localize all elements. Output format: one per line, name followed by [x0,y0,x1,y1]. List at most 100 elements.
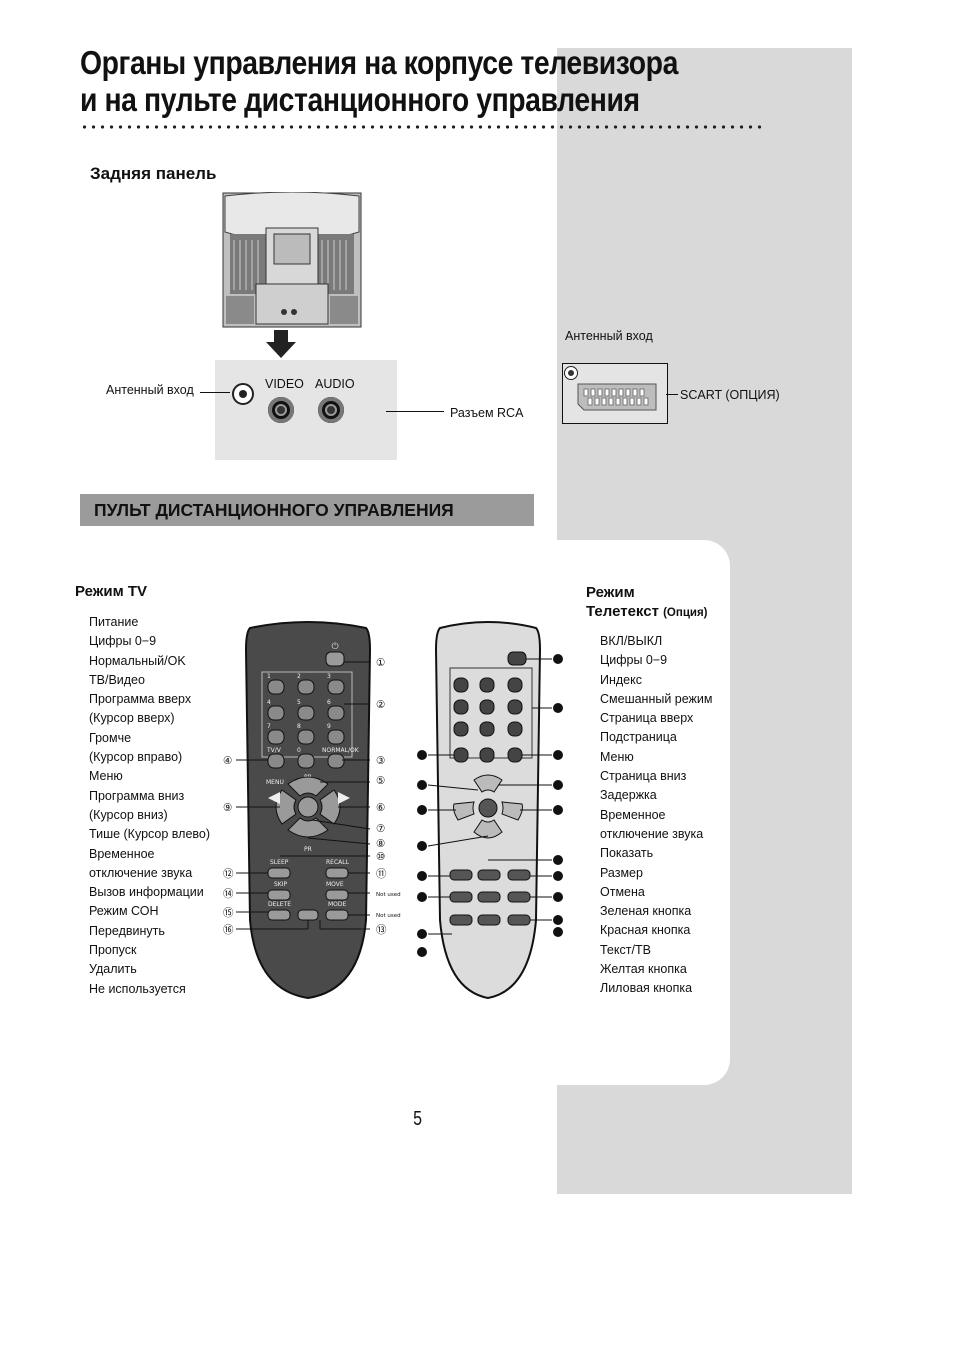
callout-9: ⑨ [223,802,232,814]
list-item: (Курсор вправо) [89,750,183,765]
menu-label: MENU [266,779,284,786]
callout-16: ⑯ [223,924,234,936]
pr-label-2: PR [304,846,312,853]
antenna-jack-icon-2 [564,366,578,380]
list-item: ВКЛ/ВЫКЛ [600,634,663,648]
arrow-down-icon [266,330,296,358]
list-item: Индекс [600,672,642,687]
svg-text:⏻: ⏻ [331,641,338,652]
digit-label: 9 [327,723,331,730]
list-item: Подстраница [600,730,677,745]
list-item: Громче [89,730,132,745]
list-item: Лиловая кнопка [600,981,693,996]
connector-inset [215,360,397,460]
digit-label: 5 [297,699,301,706]
rca-leader-line [386,411,444,412]
remote-section-banner: ПУЛЬТ ДИСТАНЦИОННОГО УПРАВЛЕНИЯ [80,494,534,526]
callout-13: ⑬ [376,924,387,936]
callout-12: ⑫ [223,868,234,880]
list-item: Вызов информации [89,885,204,900]
callout-15: ⑮ [223,907,234,919]
list-item: Передвинуть [89,923,165,938]
list-item: Красная кнопка [600,923,691,938]
page-title-line-1: Органы управления на корпусе телевизора [80,44,678,81]
list-item: Не используется [89,981,186,996]
dotted-divider [80,124,764,130]
digit-label: 7 [267,723,271,730]
teletext-heading-word: Телетекст [586,603,659,620]
digit-label: 1 [267,673,271,680]
delete-label: DELETE [268,901,291,908]
list-item: (Курсор вверх) [89,711,175,726]
antenna-leader-line [200,392,230,393]
callout-8: ⑧ [376,838,385,850]
video-label: VIDEO [265,377,304,391]
audio-rca-jack-icon [318,397,344,423]
digit-label: 4 [267,699,271,706]
tv-rear-illustration [222,192,362,328]
digit-label: 0 [297,747,301,754]
callout-2: ② [376,699,385,711]
list-item: отключение звука [600,826,704,841]
list-item: Режим СОН [89,904,159,919]
antenna-jack-icon [232,383,254,405]
recall-label: RECALL [326,859,350,866]
list-item: Размер [600,865,643,880]
scart-connector-icon [577,383,657,411]
antenna-input-label-2: Антенный вход [565,329,653,343]
list-item: Задержка [600,788,657,803]
list-item: Временное [600,807,666,822]
rear-panel-heading: Задняя панель [90,164,217,183]
normal-ok-label: NORMAL/OK [322,747,360,754]
audio-label: AUDIO [315,377,355,391]
callout-1: ① [376,657,385,669]
tv-video-label: TV/V [266,747,282,754]
list-item: Пропуск [89,943,137,958]
page-title: Органы управления на корпусе телевизора … [80,44,682,118]
callout-11: ⑪ [376,868,387,880]
list-item: Показать [600,846,654,861]
tv-mode-function-list: Питание Цифры 0−9 Нормальный/OK ТВ/Видео… [89,613,210,999]
callout-6: ⑥ [376,802,385,814]
callout-10: ⑩ [376,851,385,863]
list-item: Цифры 0−9 [600,653,668,668]
callout-7: ⑦ [376,823,385,835]
list-item: Страница вверх [600,711,694,726]
teletext-remote-illustration [417,621,563,1000]
list-item: Программа вниз [89,788,185,803]
teletext-heading-line-1: Режим [586,584,635,601]
list-item: Удалить [89,962,137,977]
video-rca-jack-icon [268,397,294,423]
callout-5: ⑤ [376,775,385,787]
list-item: отключение звука [89,865,193,880]
not-used-label-2: Not used [376,913,401,919]
teletext-heading-option: (Опция) [663,607,708,619]
list-item: Смешанный режим [600,691,713,706]
not-used-label-1: Not used [376,892,401,898]
list-item: Меню [89,769,123,784]
rca-connector-label: Разъем RCA [450,406,524,420]
list-item: Отмена [600,884,645,899]
list-item: Страница вниз [600,769,687,784]
mode-label: MODE [328,901,347,908]
tv-mode-remote-illustration: ⏻ 1 2 3 4 5 6 7 8 9 0 TV/V NORMAL/OK PR … [223,621,401,1000]
list-item: Нормальный/OK [89,653,186,668]
sleep-label: SLEEP [270,859,289,866]
list-item: Программа вверх [89,692,192,707]
skip-label: SKIP [274,881,288,888]
list-item: (Курсор вниз) [89,807,168,822]
antenna-input-label: Антенный вход [106,383,194,397]
callout-3: ③ [376,755,385,767]
digit-label: 2 [297,673,301,680]
list-item: Желтая кнопка [600,962,687,977]
list-item: Питание [89,615,139,629]
tv-mode-heading: Режим TV [75,583,148,600]
digit-label: 3 [327,673,331,680]
page-number: 5 [413,1108,423,1130]
scart-label: SCART (ОПЦИЯ) [680,388,780,402]
digit-label: 8 [297,723,301,730]
page-title-line-2: и на пульте дистанционного управления [80,81,640,118]
move-label: MOVE [326,881,344,888]
callout-4: ④ [223,755,232,767]
list-item: Тише (Курсор влево) [89,827,211,842]
